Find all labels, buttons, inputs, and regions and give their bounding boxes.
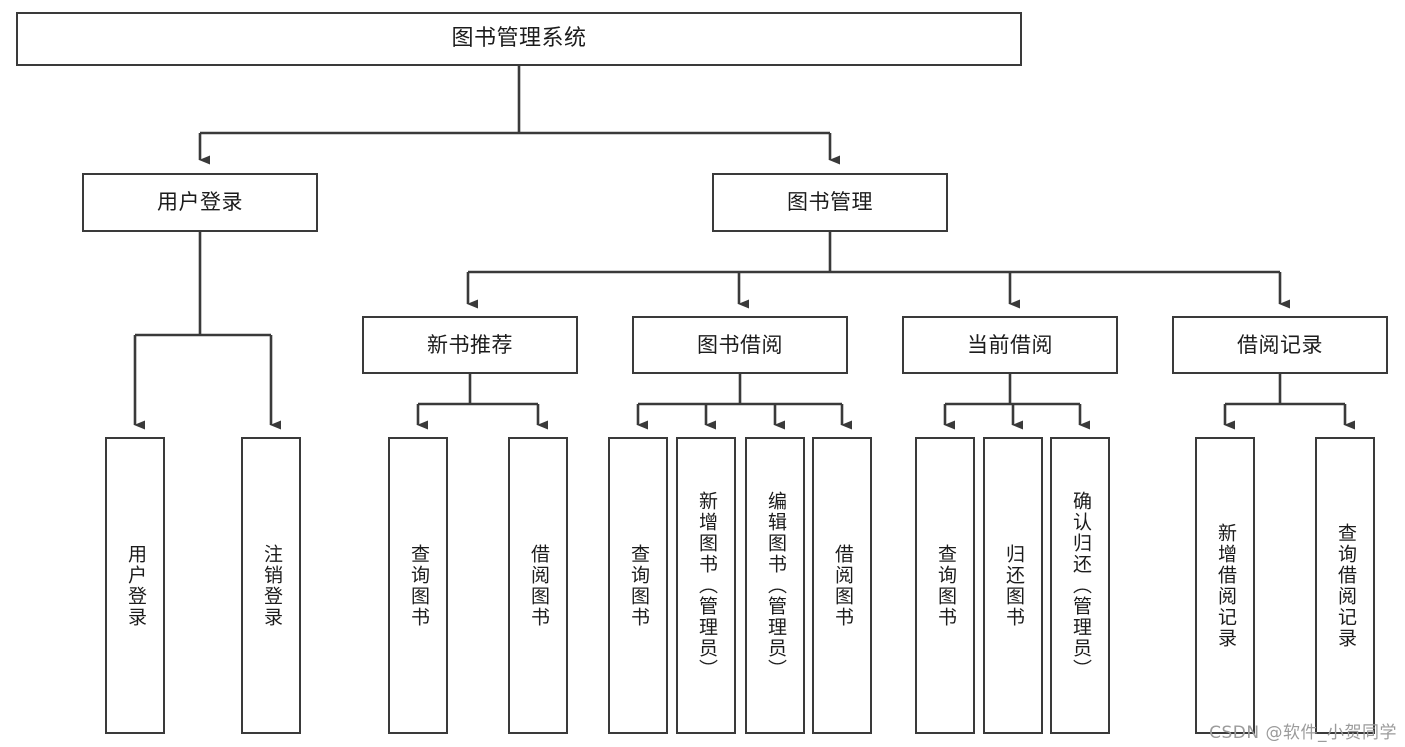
leaf-borrow-edit-book[interactable]: 编辑图书（管理员）	[745, 437, 805, 734]
leaf-borrow-add-book-label: 新增图书（管理员）	[695, 491, 718, 680]
leaf-borrow-add-book[interactable]: 新增图书（管理员）	[676, 437, 736, 734]
leaf-current-return-label: 归还图书	[1002, 543, 1025, 628]
leaf-current-query-label: 查询图书	[934, 543, 957, 628]
node-book-borrow-label: 图书借阅	[697, 332, 783, 357]
node-new-book-recommend-label: 新书推荐	[427, 332, 513, 357]
node-book-borrow[interactable]: 图书借阅	[632, 316, 848, 374]
node-book-management-label: 图书管理	[787, 190, 873, 215]
node-current-borrow-label: 当前借阅	[967, 332, 1053, 357]
leaf-new-book-query-label: 查询图书	[407, 543, 430, 628]
node-user-login[interactable]: 用户登录	[82, 173, 318, 232]
leaf-current-confirm-return-label: 确认归还（管理员）	[1069, 491, 1092, 680]
leaf-record-query-label: 查询借阅记录	[1334, 522, 1357, 649]
leaf-user-login-login-label: 用户登录	[124, 543, 147, 628]
leaf-new-book-borrow-label: 借阅图书	[527, 543, 550, 628]
node-new-book-recommend[interactable]: 新书推荐	[362, 316, 578, 374]
node-root[interactable]: 图书管理系统	[16, 12, 1022, 66]
leaf-borrow-edit-book-label: 编辑图书（管理员）	[764, 491, 787, 680]
leaf-current-return[interactable]: 归还图书	[983, 437, 1043, 734]
leaf-current-confirm-return[interactable]: 确认归还（管理员）	[1050, 437, 1110, 734]
leaf-record-add[interactable]: 新增借阅记录	[1195, 437, 1255, 734]
leaf-current-query[interactable]: 查询图书	[915, 437, 975, 734]
leaf-new-book-query[interactable]: 查询图书	[388, 437, 448, 734]
leaf-user-login-logout-label: 注销登录	[260, 543, 283, 628]
leaf-record-add-label: 新增借阅记录	[1214, 522, 1237, 649]
node-book-management[interactable]: 图书管理	[712, 173, 948, 232]
node-borrow-record[interactable]: 借阅记录	[1172, 316, 1388, 374]
leaf-borrow-query-label: 查询图书	[627, 543, 650, 628]
leaf-record-query[interactable]: 查询借阅记录	[1315, 437, 1375, 734]
leaf-user-login-logout[interactable]: 注销登录	[241, 437, 301, 734]
node-root-label: 图书管理系统	[451, 26, 587, 52]
node-borrow-record-label: 借阅记录	[1237, 332, 1323, 357]
node-current-borrow[interactable]: 当前借阅	[902, 316, 1118, 374]
leaf-borrow-query[interactable]: 查询图书	[608, 437, 668, 734]
node-user-login-label: 用户登录	[157, 190, 243, 215]
leaf-user-login-login[interactable]: 用户登录	[105, 437, 165, 734]
leaf-borrow-borrow-book-label: 借阅图书	[831, 543, 854, 628]
watermark: CSDN @软件_小贺同学	[1209, 723, 1397, 743]
leaf-new-book-borrow[interactable]: 借阅图书	[508, 437, 568, 734]
leaf-borrow-borrow-book[interactable]: 借阅图书	[812, 437, 872, 734]
